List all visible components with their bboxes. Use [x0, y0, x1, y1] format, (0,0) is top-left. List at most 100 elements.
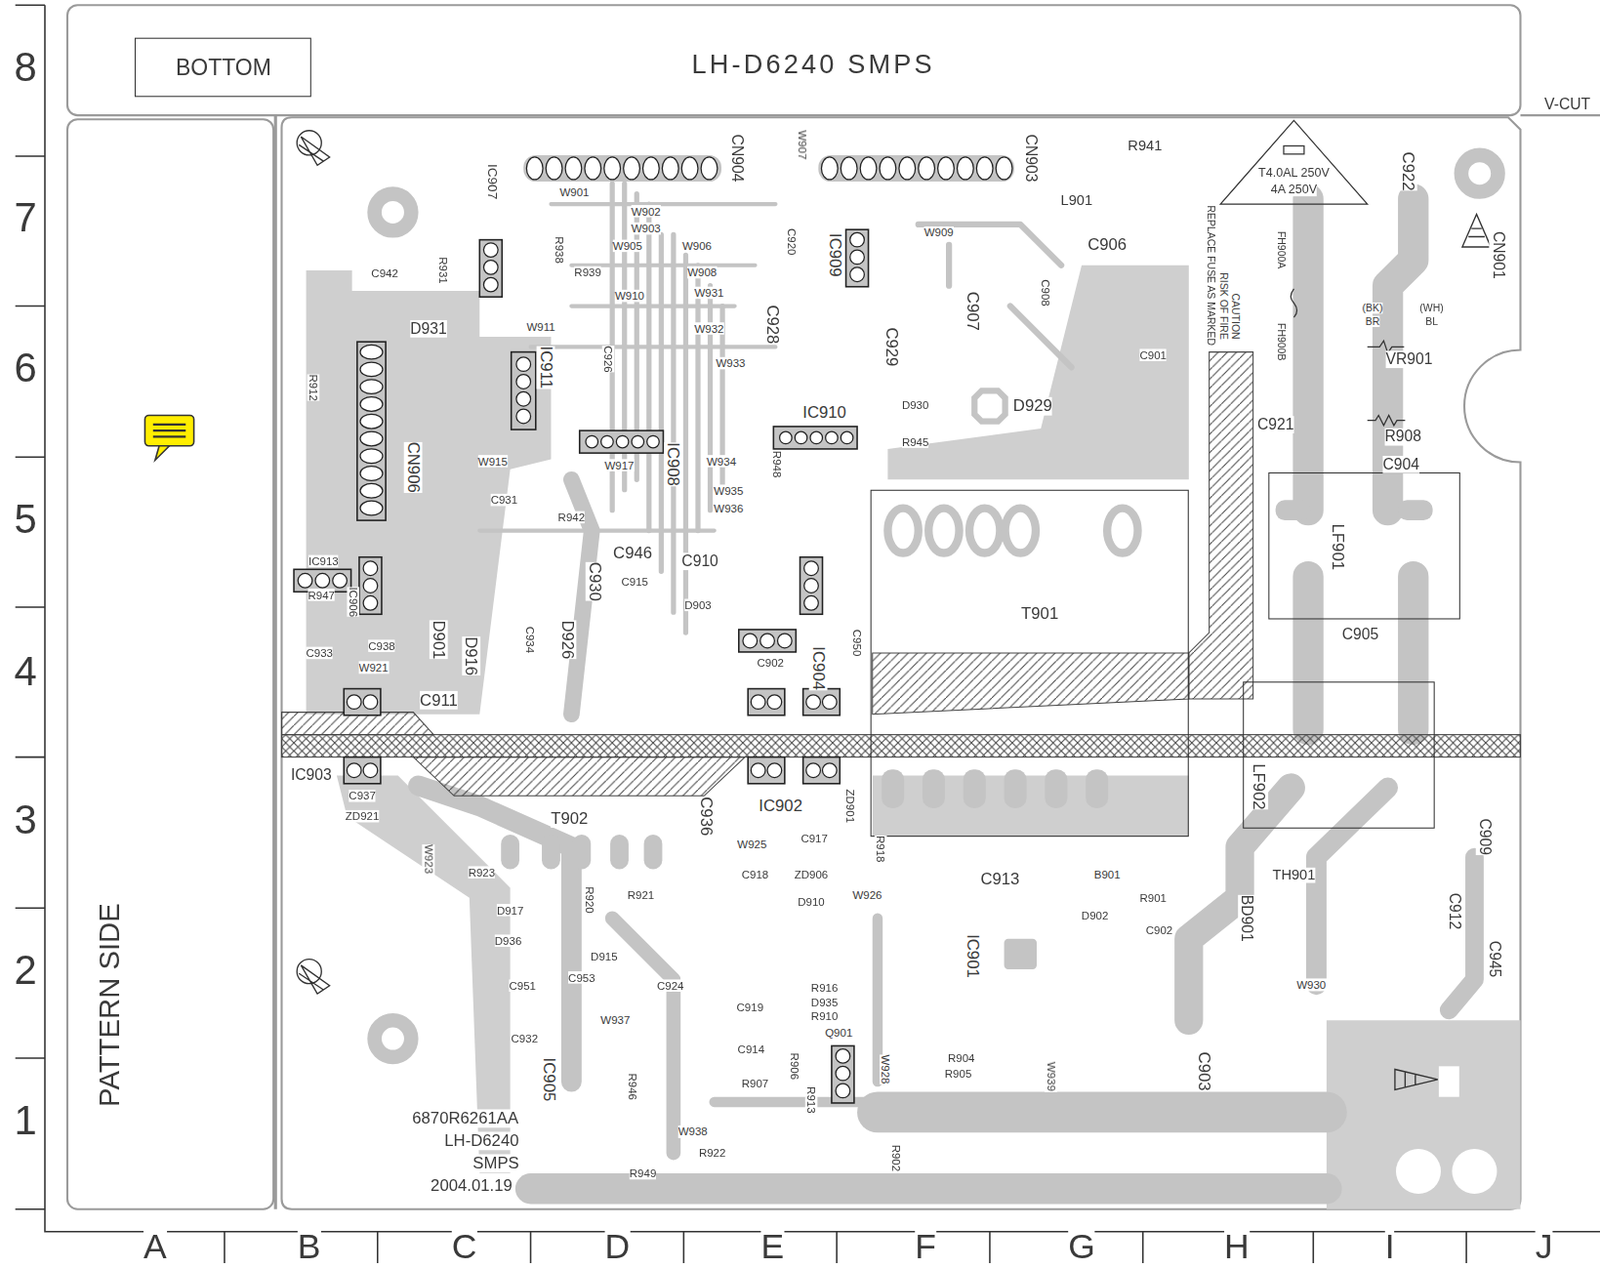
silkscreen-label: D901: [429, 619, 448, 659]
grid-index: 2: [14, 946, 38, 992]
silkscreen-label: B901: [1094, 868, 1121, 882]
silkscreen-label: D902: [1081, 908, 1108, 922]
silkscreen-label: IC913: [308, 555, 339, 569]
silkscreen-label: C920: [785, 228, 799, 255]
silkscreen-label: CN903: [1022, 134, 1039, 183]
silkscreen-label: T902: [550, 809, 588, 827]
silkscreen-label: R938: [553, 236, 567, 263]
outlined-box: LF902: [1242, 681, 1436, 829]
silkscreen-label: ZD901: [843, 789, 857, 824]
silkscreen-label: IC904: [809, 646, 827, 691]
silkscreen-label: C907: [963, 291, 982, 331]
silkscreen-label: FH900B: [1275, 323, 1287, 361]
grid-index: 4: [14, 649, 38, 695]
silkscreen-label: C934: [524, 626, 537, 654]
silkscreen-label: 6870R6261AA: [411, 1108, 519, 1127]
silkscreen-label: C901: [1139, 348, 1166, 362]
grid-index: D: [605, 1228, 631, 1267]
silkscreen-label: W906: [682, 240, 712, 253]
silkscreen-label: IC911: [536, 346, 555, 389]
box-label: LF901: [1328, 524, 1347, 571]
silkscreen-label: D915: [590, 949, 617, 963]
grid-index: B: [297, 1228, 322, 1267]
silkscreen-label: VR901: [1386, 350, 1434, 368]
silkscreen-label: R922: [698, 1147, 726, 1160]
silkscreen-label: C945: [1486, 941, 1504, 978]
outlined-box: BOTTOM: [134, 38, 312, 98]
silkscreen-label: C938: [368, 639, 395, 653]
silkscreen-label: W928: [879, 1054, 893, 1084]
silkscreen-label: R912: [307, 373, 321, 401]
outlined-box: T901: [870, 490, 1190, 837]
grid-index: 1: [14, 1098, 38, 1144]
grid-index: 3: [14, 796, 38, 842]
silkscreen-label: R918: [874, 835, 888, 862]
silkscreen-label: D931: [410, 320, 447, 337]
silkscreen-label: TH901: [1271, 867, 1315, 884]
silkscreen-label: C951: [508, 979, 535, 992]
silkscreen-label: W935: [713, 484, 743, 497]
silkscreen-label: C950: [851, 629, 864, 657]
silkscreen-label: R913: [805, 1086, 819, 1113]
silkscreen-label: V-CUT: [1544, 95, 1591, 113]
silkscreen-label: C929: [882, 327, 901, 367]
silkscreen-label: BL: [1425, 316, 1438, 328]
silkscreen-label: (BK): [1361, 302, 1383, 314]
grid-index: 8: [14, 43, 38, 89]
silkscreen-label: C933: [305, 647, 332, 660]
silkscreen-label: W938: [678, 1125, 708, 1139]
silkscreen-label: W901: [559, 185, 589, 199]
silkscreen-label: W936: [713, 501, 743, 515]
silkscreen-label: (WH): [1419, 302, 1443, 314]
silkscreen-label: D936: [494, 934, 522, 947]
silkscreen-label: W910: [615, 289, 645, 303]
grid-index: A: [143, 1228, 167, 1267]
silkscreen-label: R902: [889, 1145, 903, 1172]
silkscreen-label: W926: [852, 888, 882, 902]
silkscreen-label: SMPS: [472, 1153, 519, 1172]
silkscreen-label: R949: [629, 1167, 657, 1181]
silkscreen-label: R947: [308, 588, 335, 602]
silkscreen-label: C914: [738, 1042, 765, 1056]
silkscreen-label: CN901: [1489, 231, 1507, 280]
silkscreen-label: C915: [620, 575, 648, 589]
silkscreen-label: BR: [1365, 316, 1381, 328]
silkscreen-label: W930: [1296, 978, 1326, 991]
grid-index: C: [451, 1228, 478, 1267]
silkscreen-label: D935: [811, 995, 838, 1009]
silkscreen-label: C930: [585, 562, 604, 602]
silkscreen-label: C909: [1476, 818, 1493, 855]
silkscreen-label: R920: [583, 886, 597, 913]
silkscreen-label: W905: [613, 240, 643, 253]
silkscreen-label: R906: [788, 1053, 802, 1080]
silkscreen-label: R901: [1139, 892, 1166, 905]
silkscreen-label: W915: [478, 454, 508, 468]
silkscreen-label: R921: [627, 888, 655, 902]
silkscreen-label: R923: [468, 865, 495, 879]
silkscreen-label: IC906: [346, 586, 360, 617]
silkscreen-label: FH900A: [1275, 231, 1287, 269]
silkscreen-label: C932: [511, 1032, 538, 1046]
silkscreen-label: IC901: [963, 934, 982, 979]
silkscreen-label: W931: [694, 287, 724, 300]
silkscreen-label: CN906: [404, 442, 422, 493]
silkscreen-label: C918: [741, 868, 769, 882]
silkscreen-label: D930: [902, 399, 929, 412]
silkscreen-label: IC907: [484, 164, 499, 200]
silkscreen-label: R945: [902, 435, 929, 449]
silkscreen-label: W903: [631, 222, 661, 236]
silkscreen-label: IC910: [802, 403, 847, 421]
silkscreen-label: T4.0AL 250V: [1258, 166, 1330, 181]
silkscreen-label: 2004.01.19: [430, 1176, 513, 1194]
silkscreen-label: W933: [715, 357, 745, 370]
silkscreen-label: REPLACE FUSE AS MARKED: [1205, 205, 1217, 345]
silkscreen-label: C912: [1445, 893, 1463, 930]
silkscreen-label: C917: [800, 832, 827, 846]
silkscreen-label: CN904: [728, 134, 745, 183]
silkscreen-label: C902: [1146, 924, 1173, 938]
silkscreen-label: IC902: [758, 797, 803, 816]
silkscreen-label: W937: [600, 1014, 630, 1027]
silkscreen-label: W902: [631, 205, 661, 218]
silkscreen-label: IC903: [290, 767, 332, 784]
silkscreen-label: R908: [1385, 428, 1422, 446]
